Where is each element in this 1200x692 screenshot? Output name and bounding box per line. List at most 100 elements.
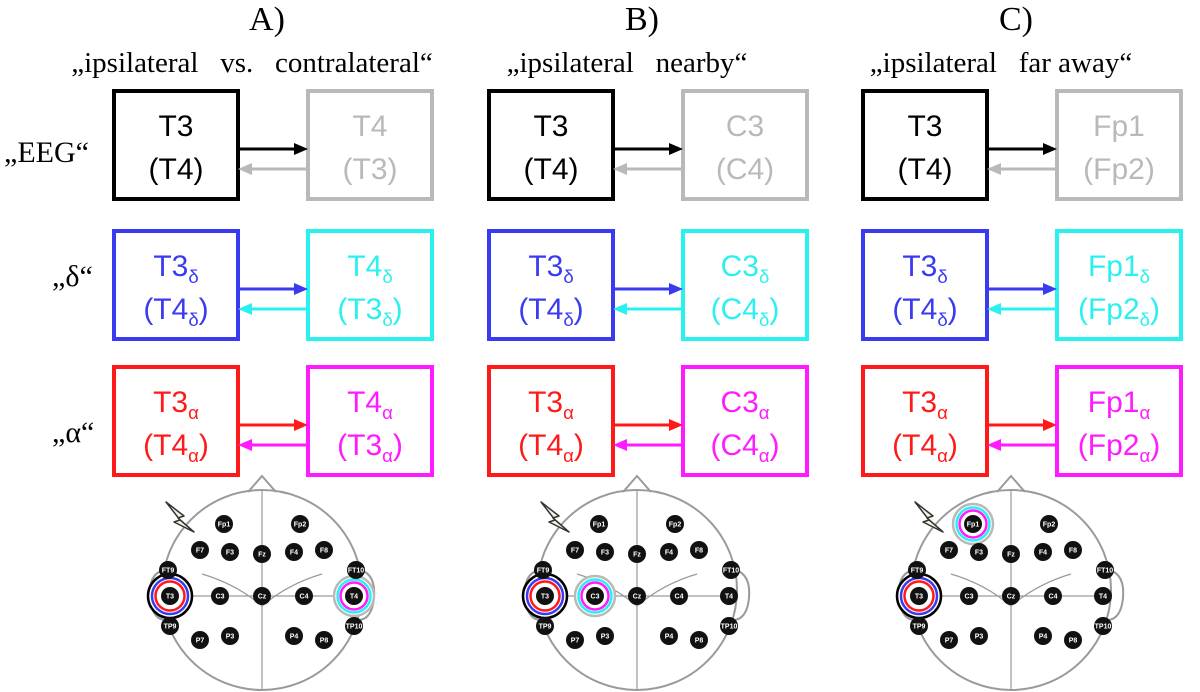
right-ear bbox=[734, 569, 751, 621]
target-label-main: C3 bbox=[721, 250, 759, 283]
target-label-main: T4 bbox=[347, 386, 382, 419]
panel-subtitle: „ipsilateral far away“ bbox=[870, 47, 1132, 79]
electrode-c3: C3 bbox=[586, 587, 604, 605]
source-label: T3α bbox=[528, 386, 574, 423]
electrode-fp1: Fp1 bbox=[590, 515, 608, 533]
target-label-paired-end: ) bbox=[1150, 293, 1160, 326]
electrode-label: FT10 bbox=[1097, 568, 1113, 575]
source-label-main: T3 bbox=[153, 386, 188, 419]
electrode-fz: Fz bbox=[628, 545, 646, 563]
target-box bbox=[1055, 229, 1183, 341]
electrode-cz: Cz bbox=[1002, 587, 1020, 605]
source-label: T3 bbox=[158, 110, 193, 143]
electrode-label: Fp1 bbox=[218, 522, 231, 529]
target-label-paired: (C4δ) bbox=[711, 293, 780, 330]
target-box bbox=[681, 229, 809, 341]
source-label-paired: (T4α) bbox=[518, 429, 584, 466]
row-label-eeg: „EEG“ bbox=[4, 136, 89, 169]
electrode-p4: P4 bbox=[660, 627, 678, 645]
source-label-paired-subscript: α bbox=[563, 445, 574, 466]
target-box bbox=[1055, 89, 1183, 201]
electrode-label: T4 bbox=[350, 594, 358, 601]
electrode-label: FT9 bbox=[911, 568, 924, 575]
source-label-paired-end: ) bbox=[574, 429, 584, 462]
target-label-paired: (Fp2) bbox=[1083, 153, 1155, 186]
electrode-label: C3 bbox=[591, 594, 600, 601]
arrows-delta bbox=[238, 283, 308, 315]
target-label: Fp1 bbox=[1093, 110, 1145, 143]
electrode-label: Fz bbox=[633, 552, 641, 559]
panel-subtitle: „ipsilateral nearby“ bbox=[507, 47, 748, 79]
target-box bbox=[306, 89, 434, 201]
electrode-label: F8 bbox=[695, 548, 703, 555]
electrode-f3: F3 bbox=[596, 543, 614, 561]
source-label-paired-main: (T4 bbox=[892, 293, 937, 326]
target-label-paired-end: ) bbox=[393, 293, 403, 326]
electrode-label: FT9 bbox=[162, 568, 175, 575]
electrode-f3: F3 bbox=[221, 543, 239, 561]
electrode-f3: F3 bbox=[970, 543, 988, 561]
electrode-p8: P8 bbox=[690, 631, 708, 649]
row-eeg: T3(T4)Fp1(Fp2) bbox=[861, 89, 1183, 201]
source-label-paired: (T4δ) bbox=[143, 293, 208, 330]
row-eeg: T3(T4)T4(T3) bbox=[112, 89, 434, 201]
electrode-tp10: TP10 bbox=[345, 617, 363, 635]
row-label-alpha: „α“ bbox=[52, 416, 94, 449]
source-label: T3δ bbox=[902, 250, 947, 287]
target-label-paired-main: (T3 bbox=[337, 293, 382, 326]
electrode-label: P7 bbox=[945, 638, 954, 645]
nose bbox=[247, 474, 277, 493]
target-label-subscript: δ bbox=[1140, 266, 1150, 287]
target-label-paired-subscript: δ bbox=[1140, 309, 1150, 330]
source-label-paired-subscript: δ bbox=[563, 309, 573, 330]
target-label: C3δ bbox=[721, 250, 770, 287]
source-label-subscript: α bbox=[563, 402, 574, 423]
source-label-paired-subscript: α bbox=[188, 445, 199, 466]
electrode-label: Cz bbox=[633, 594, 642, 601]
source-box bbox=[861, 229, 989, 341]
electrode-label: Cz bbox=[258, 594, 267, 601]
electrode-label: C4 bbox=[1049, 594, 1058, 601]
electrode-label: T3 bbox=[166, 594, 174, 601]
source-label: T3α bbox=[902, 386, 948, 423]
source-label-main: T3 bbox=[902, 386, 937, 419]
electrode-label: F4 bbox=[665, 550, 673, 557]
electrode-label: C4 bbox=[300, 594, 309, 601]
panel-a: A)„ipsilateral vs. contralateral“T3(T4)T… bbox=[71, 1, 434, 691]
lightning-icon bbox=[914, 501, 944, 533]
source-label-main: T3 bbox=[153, 250, 188, 283]
electrode-f4: F4 bbox=[285, 543, 303, 561]
target-label-main: Fp1 bbox=[1088, 250, 1140, 283]
arrows-delta bbox=[987, 283, 1057, 315]
panel-letter: A) bbox=[249, 1, 285, 38]
electrode-label: Fz bbox=[258, 552, 266, 559]
source-label-paired-subscript: δ bbox=[188, 309, 198, 330]
target-label-paired: (Fp2α) bbox=[1078, 429, 1160, 466]
electrode-c4: C4 bbox=[1044, 587, 1062, 605]
electrode-ft10: FT10 bbox=[347, 561, 365, 579]
target-label: T4δ bbox=[347, 250, 392, 287]
electrode-t3: T3 bbox=[536, 587, 554, 605]
target-box bbox=[681, 89, 809, 201]
electrode-t3: T3 bbox=[161, 587, 179, 605]
source-label-paired-end: ) bbox=[948, 429, 958, 462]
right-ear bbox=[1108, 569, 1125, 621]
electrode-p4: P4 bbox=[1034, 627, 1052, 645]
target-label-paired: (T3δ) bbox=[337, 293, 402, 330]
electrode-fz: Fz bbox=[253, 545, 271, 563]
electrode-f8: F8 bbox=[315, 541, 333, 559]
electrode-label: F4 bbox=[290, 550, 298, 557]
electrode-f4: F4 bbox=[660, 543, 678, 561]
electrode-f7: F7 bbox=[566, 541, 584, 559]
target-label-paired-subscript: δ bbox=[759, 309, 769, 330]
target-label: T4α bbox=[347, 386, 393, 423]
target-box bbox=[681, 365, 809, 477]
electrode-label: F8 bbox=[320, 548, 328, 555]
electrode-c4: C4 bbox=[670, 587, 688, 605]
electrode-f7: F7 bbox=[940, 541, 958, 559]
target-label-paired-main: (Fp2 bbox=[1078, 429, 1140, 462]
electrode-f8: F8 bbox=[1064, 541, 1082, 559]
electrode-f8: F8 bbox=[690, 541, 708, 559]
electrode-label: FT10 bbox=[348, 568, 364, 575]
electrode-p7: P7 bbox=[191, 631, 209, 649]
